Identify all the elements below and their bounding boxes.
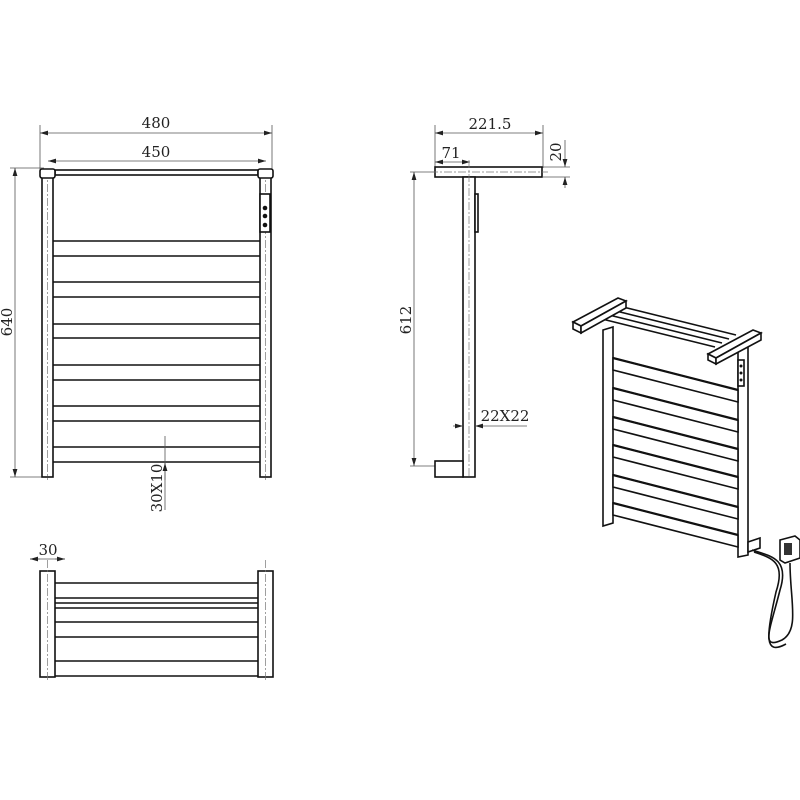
dimension-label: 612: [397, 306, 415, 335]
dimension-inner-width: 450: [48, 143, 266, 164]
dimension-label: 71: [441, 144, 460, 162]
iso-rail-edge: [612, 356, 739, 392]
dimension-label: 480: [142, 114, 171, 132]
iso-rail-edge: [612, 443, 739, 479]
iso-rail-edge: [612, 501, 739, 537]
rails: [53, 240, 260, 463]
side-profile: [430, 160, 548, 478]
iso-shelf: [571, 297, 763, 366]
dimension-side-height: 612: [397, 171, 440, 467]
side-view: 221.5 71 20 612: [397, 115, 570, 478]
iso-posts: [602, 325, 749, 558]
iso-foot: [747, 536, 761, 554]
iso-control-panel: [737, 359, 745, 387]
dimension-overall-width: 480: [39, 114, 273, 170]
dimension-label: 20: [547, 142, 565, 161]
dimension-post-section: 22X22: [453, 407, 530, 429]
dimension-label: 450: [142, 143, 171, 161]
dimension-label: 30: [38, 541, 57, 559]
iso-rails: [612, 356, 739, 549]
dimension-rail-section: 30X10: [148, 436, 168, 513]
top-view-bars: [55, 582, 258, 677]
dimension-depth: 221.5: [434, 115, 544, 168]
front-view: 480 450 640: [0, 114, 274, 513]
dimension-shelf-thickness: 20: [543, 140, 570, 188]
plug-controller: [751, 535, 800, 649]
dimension-label: 221.5: [469, 115, 512, 133]
dimension-offset: 71: [435, 144, 470, 165]
dimension-label: 640: [0, 308, 16, 337]
dimension-label: 22X22: [481, 407, 530, 425]
iso-rail-edge: [612, 415, 739, 451]
dimension-post-width: 30: [30, 541, 65, 562]
iso-rail-edge: [612, 473, 739, 509]
towel-rail-front: [39, 168, 274, 480]
isometric-view: [571, 297, 800, 649]
iso-rail-edge: [612, 386, 739, 422]
dimension-height: 640: [0, 167, 44, 478]
dimension-label: 30X10: [148, 464, 166, 513]
control-panel: [259, 193, 271, 233]
top-view: 30: [30, 541, 274, 682]
